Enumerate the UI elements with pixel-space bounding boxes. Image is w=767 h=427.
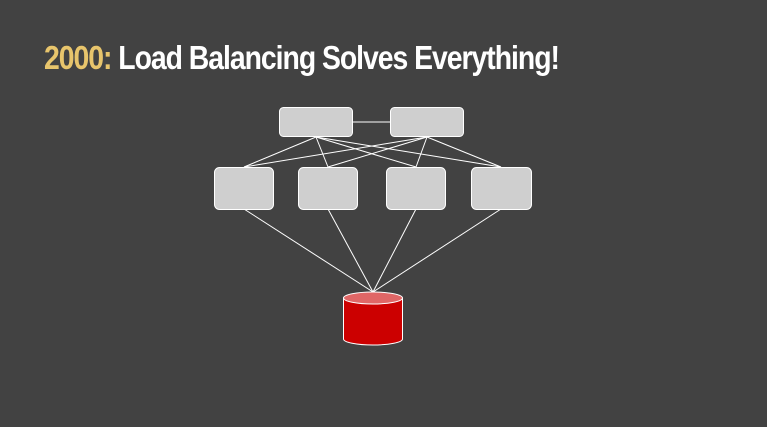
database-icon — [343, 291, 403, 346]
load-balancer-box — [279, 107, 353, 137]
load-balancer-box — [390, 107, 464, 137]
link-app2-db — [327, 208, 374, 293]
link-lb2-app4 — [426, 136, 502, 168]
link-lb1-app3 — [315, 136, 417, 168]
app-server-box — [471, 167, 532, 210]
lb-to-app-lines — [243, 136, 502, 168]
link-lb1-app1 — [243, 136, 317, 168]
link-app4-db — [372, 208, 502, 293]
title-text: Load Balancing Solves Everything! — [118, 39, 560, 76]
link-lb2-app2 — [327, 136, 428, 168]
app-server-box — [298, 167, 358, 210]
link-app3-db — [372, 208, 417, 293]
link-lb2-app3 — [415, 136, 428, 168]
app-server-box — [386, 167, 446, 210]
link-lb1-app4 — [315, 136, 502, 168]
database-body — [343, 297, 403, 346]
app-server-box — [214, 167, 274, 210]
link-app1-db — [243, 208, 374, 293]
title-year: 2000: — [44, 39, 112, 76]
database-top — [343, 291, 403, 305]
slide-title: 2000: Load Balancing Solves Everything! — [44, 34, 560, 82]
link-lb1-app2 — [315, 136, 329, 168]
link-lb2-app1 — [243, 136, 428, 168]
app-to-db-lines — [243, 208, 502, 293]
